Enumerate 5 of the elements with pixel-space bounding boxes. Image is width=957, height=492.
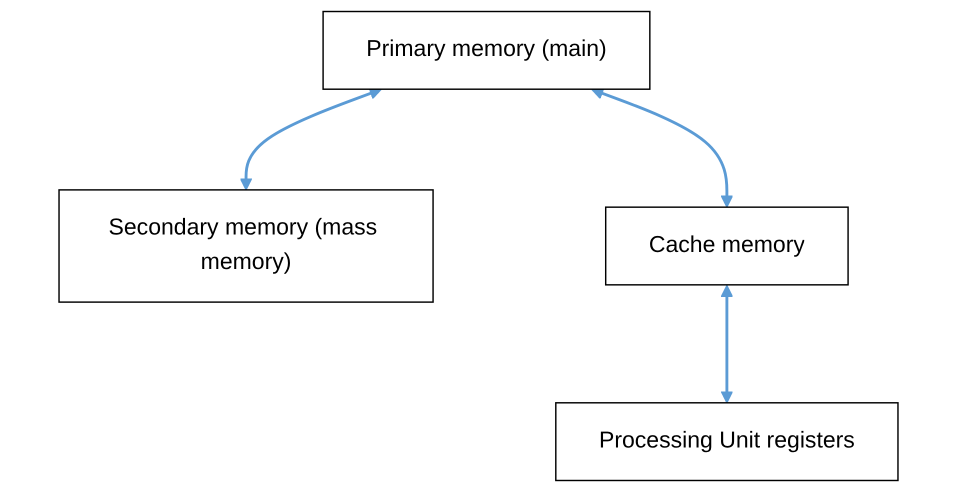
node-box: Processing Unit registers <box>555 402 899 482</box>
node-box: Cache memory <box>604 206 849 286</box>
node-box: Primary memory (main) <box>322 10 651 90</box>
node-box: Secondary memory (mass memory) <box>58 189 434 303</box>
arrow <box>720 284 734 404</box>
